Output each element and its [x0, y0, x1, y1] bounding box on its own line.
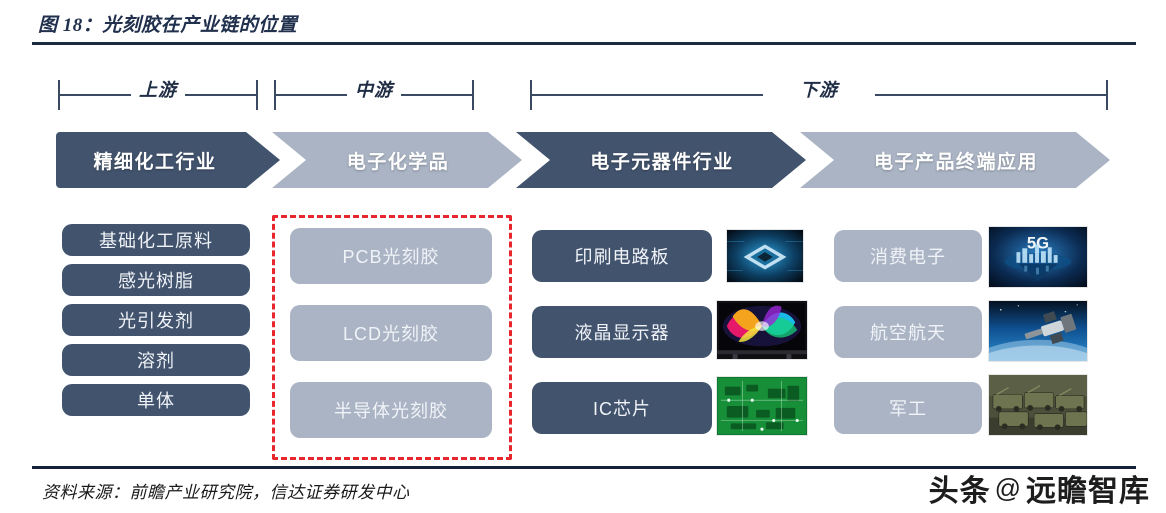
item-label: 光引发剂 — [118, 311, 194, 331]
item-label: 基础化工原料 — [99, 231, 213, 251]
list-item[interactable]: PCB光刻胶 — [290, 228, 492, 284]
chip-photo-thumbnail — [726, 229, 804, 283]
watermark: 头条 @ 远瞻智库 — [929, 466, 1150, 510]
bracket-tick-right-icon — [256, 80, 258, 110]
item-label: 溶剂 — [137, 351, 175, 371]
value-chain-diagram: 上游 中游 下游 精细化工行业 电子化学品 电子元器件行业 — [0, 48, 1166, 460]
chevron-label: 电子元器件行业 — [590, 151, 734, 173]
satellite-photo-thumbnail — [988, 300, 1088, 362]
svg-text:5G: 5G — [1027, 233, 1049, 252]
footer-divider — [32, 466, 1136, 469]
item-label: 航空航天 — [870, 323, 946, 343]
tv-photo-thumbnail — [716, 300, 808, 360]
bracket-bar-right — [401, 94, 473, 96]
list-item[interactable]: 军工 — [834, 382, 982, 434]
item-label: 印刷电路板 — [574, 247, 670, 267]
chevron-label: 精细化工行业 — [93, 151, 217, 173]
item-label: LCD光刻胶 — [342, 324, 439, 344]
list-item[interactable]: 航空航天 — [834, 306, 982, 358]
source-note: 资料来源：前瞻产业研究院，信达证券研发中心 — [42, 483, 410, 502]
list-item[interactable]: 单体 — [62, 384, 250, 416]
pcb-photo-thumbnail — [716, 376, 808, 436]
segment-bracket-midstream: 中游 — [274, 72, 474, 118]
chevron-stage-electronic-chemicals[interactable]: 电子化学品 — [272, 132, 522, 188]
list-item[interactable]: 消费电子 — [834, 230, 982, 282]
chevron-stage-fine-chemicals[interactable]: 精细化工行业 — [56, 132, 280, 188]
military-vehicles-photo-thumbnail — [988, 374, 1088, 436]
watermark-at-icon: @ — [994, 472, 1022, 503]
list-item[interactable]: 光引发剂 — [62, 304, 250, 336]
item-label: 感光树脂 — [118, 271, 194, 291]
watermark-brand: 头条 — [928, 475, 991, 508]
bracket-bar-left — [531, 94, 763, 96]
item-label: 军工 — [889, 399, 927, 419]
bracket-bar-left — [275, 94, 347, 96]
chevron-header-row: 精细化工行业 电子化学品 电子元器件行业 电子产品终端应用 — [0, 132, 1166, 188]
bracket-bar-right — [185, 94, 257, 96]
title-divider — [32, 42, 1136, 45]
list-item[interactable]: IC芯片 — [532, 382, 712, 434]
segment-bracket-downstream: 下游 — [530, 72, 1108, 118]
segment-bracket-row: 上游 中游 下游 — [0, 72, 1166, 118]
segment-label-downstream: 下游 — [800, 80, 838, 100]
item-label: PCB光刻胶 — [342, 247, 440, 267]
item-label: 消费电子 — [870, 247, 946, 267]
chevron-label: 电子化学品 — [346, 151, 450, 173]
list-item[interactable]: 基础化工原料 — [62, 224, 250, 256]
list-item[interactable]: 印刷电路板 — [532, 230, 712, 282]
watermark-account: 远瞻智库 — [1026, 475, 1150, 508]
5g-city-photo-thumbnail: 5G — [988, 226, 1088, 288]
list-item[interactable]: LCD光刻胶 — [290, 305, 492, 361]
bracket-tick-right-icon — [1106, 80, 1108, 110]
list-item[interactable]: 液晶显示器 — [532, 306, 712, 358]
list-item[interactable]: 感光树脂 — [62, 264, 250, 296]
item-label: 半导体光刻胶 — [334, 401, 448, 421]
bracket-bar-right — [875, 94, 1107, 96]
chevron-stage-electronic-components[interactable]: 电子元器件行业 — [516, 132, 806, 188]
item-label: 单体 — [137, 391, 175, 411]
chevron-label: 电子产品终端应用 — [873, 151, 1038, 173]
bracket-tick-right-icon — [472, 80, 474, 110]
list-item[interactable]: 半导体光刻胶 — [290, 382, 492, 438]
page-title: 图 18：光刻胶在产业链的位置 — [38, 15, 298, 36]
list-item[interactable]: 溶剂 — [62, 344, 250, 376]
item-label: 液晶显示器 — [574, 323, 670, 343]
segment-label-upstream: 上游 — [139, 80, 177, 100]
item-label: IC芯片 — [593, 399, 651, 419]
bracket-bar-left — [59, 94, 131, 96]
highlight-box-photoresist — [272, 215, 512, 460]
segment-bracket-upstream: 上游 — [58, 72, 258, 118]
chevron-stage-end-applications[interactable]: 电子产品终端应用 — [800, 132, 1110, 188]
segment-label-midstream: 中游 — [355, 80, 393, 100]
